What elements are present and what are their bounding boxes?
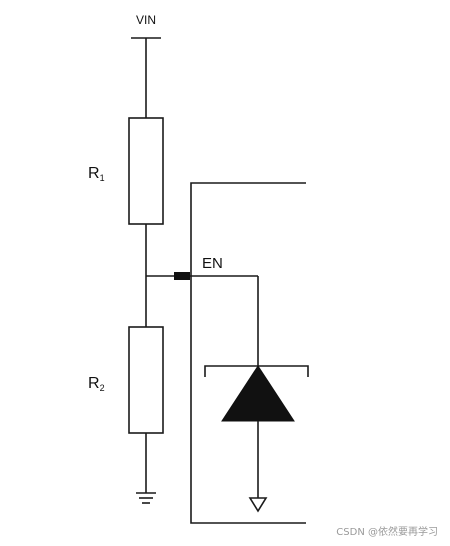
r1-label-subscript: 1 bbox=[100, 173, 105, 183]
internal-ground-icon bbox=[248, 497, 268, 513]
r1-label-main: R bbox=[88, 165, 100, 182]
watermark: CSDN @依然要再学习 bbox=[336, 527, 438, 538]
vin-label: VIN bbox=[136, 13, 156, 27]
ic-boundary bbox=[190, 182, 306, 524]
resistor-r1 bbox=[128, 117, 164, 225]
ground-icon bbox=[136, 492, 156, 504]
resistor-r2 bbox=[128, 326, 164, 434]
r2-label-subscript: 2 bbox=[100, 383, 105, 393]
r1-label: R1 bbox=[88, 165, 105, 183]
en-label: EN bbox=[202, 255, 223, 272]
zener-diode-icon bbox=[204, 365, 309, 422]
r2-label-main: R bbox=[88, 375, 100, 392]
en-pin bbox=[174, 272, 190, 280]
r2-label: R2 bbox=[88, 375, 105, 393]
vin-terminal-icon bbox=[131, 37, 161, 118]
